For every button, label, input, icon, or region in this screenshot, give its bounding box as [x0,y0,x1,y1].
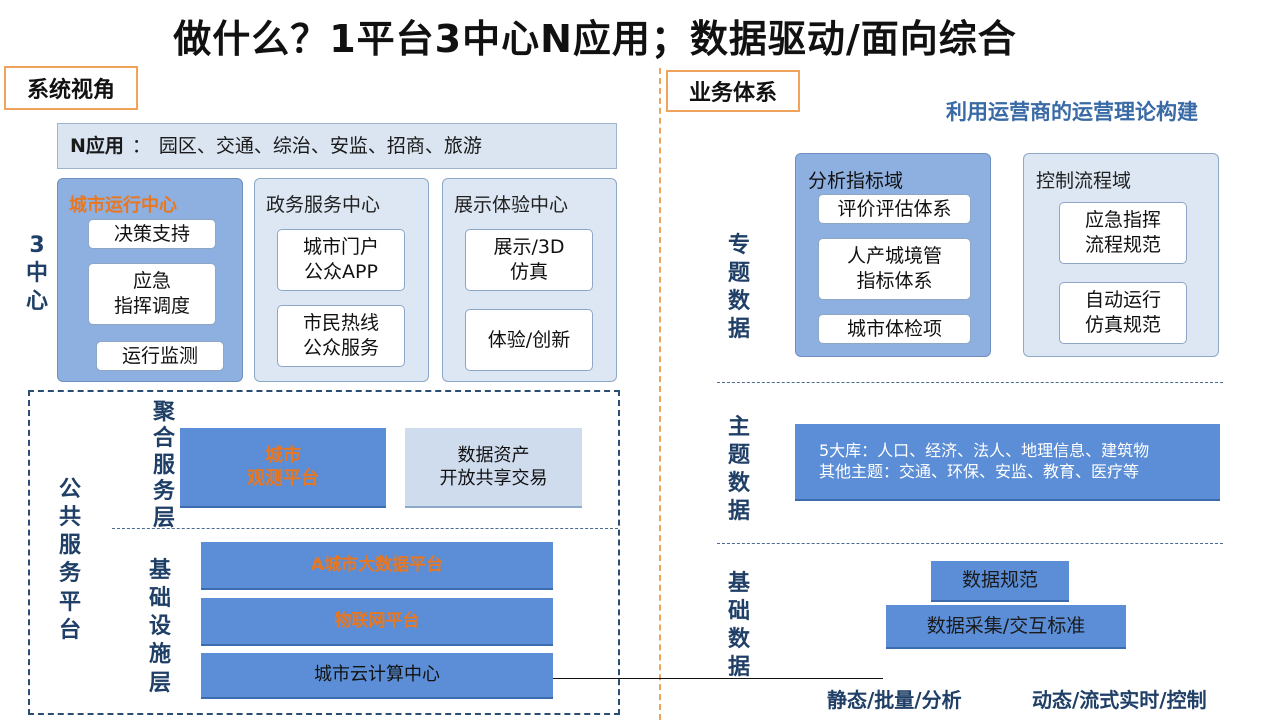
three-centers-char: 3 [29,233,45,258]
infrastructure-layer-label: 基 础 设 施 层 [147,557,173,698]
theme-data-char: 题 [727,443,750,469]
three-centers-char: 心 [25,289,48,315]
emergency-command-box: 应急 指挥调度 [88,263,216,325]
city-checkup-box: 城市体检项 [818,314,971,344]
data-asset-exchange: 数据资产 开放共享交易 [405,428,582,508]
exhibition-center: 展示体验中心 展示/3D 仿真 体验/创新 [442,178,617,382]
public-platform-label: 公 共 服 务 平 台 [56,476,84,645]
city-observation-platform: 城市 观测平台 [180,428,386,508]
aggregation-char: 层 [152,505,175,531]
base-data-char: 础 [727,599,750,625]
three-centers-label: 3 中 心 [24,232,50,316]
control-process-domain: 控制流程域 应急指挥 流程规范 自动运行 仿真规范 [1023,153,1219,357]
tag-system-view: 系统视角 [4,66,138,110]
analysis-indicator-domain: 分析指标域 评价评估体系 人产城境管 指标体系 城市体检项 [795,153,991,357]
city-portal-box: 城市门户 公众APP [277,229,405,291]
aggregation-char: 务 [152,479,175,505]
auto-operation-box: 自动运行 仿真规范 [1059,282,1187,344]
aggregation-char: 服 [152,452,175,478]
special-data-char: 数 [727,289,750,315]
analysis-domain-title: 分析指标域 [808,170,904,192]
n-apps-items: 园区、交通、综治、安监、招商、旅游 [158,134,482,157]
experience-innovation-box: 体验/创新 [465,309,593,371]
infrastructure-char: 础 [148,586,171,612]
city-operation-center: 城市运行中心 决策支持 应急 指挥调度 运行监测 [57,178,243,382]
public-platform-char: 务 [58,561,81,587]
control-domain-title: 控制流程域 [1036,170,1132,192]
aggregation-char: 合 [152,426,175,452]
operation-monitoring-box: 运行监测 [96,341,224,371]
three-centers-char: 中 [25,261,48,287]
special-data-label: 专 题 数 据 [726,232,752,345]
indicator-system-box: 人产城境管 指标体系 [818,238,971,300]
public-platform-char: 平 [58,589,81,615]
citizen-hotline-box: 市民热线 公众服务 [277,305,405,367]
theme-data-label: 主 题 数 据 [726,414,752,527]
public-service-platform-frame [28,390,620,715]
special-data-char: 据 [727,317,750,343]
n-apps-label: N应用 [70,134,124,157]
layer-separator [112,528,618,529]
infrastructure-char: 基 [148,558,171,583]
gov-service-center-title: 政务服务中心 [266,194,381,216]
cloud-computing-center: 城市云计算中心 [201,653,553,699]
iot-platform: 物联网平台 [201,598,553,646]
city-operation-center-title: 城市运行中心 [69,195,177,216]
public-platform-char: 服 [58,533,81,559]
theme-data-line: 其他主题：交通、环保、安监、教育、医疗等 [819,461,1140,481]
theme-data-panel: 5大库：人口、经济、法人、地理信息、建筑物 其他主题：交通、环保、安监、教育、医… [795,424,1220,501]
decision-support-box: 决策支持 [88,219,216,249]
connector-line [553,678,883,679]
theme-data-line: 5大库：人口、经济、法人、地理信息、建筑物 [819,441,1150,460]
exhibition-center-title: 展示体验中心 [454,194,569,216]
n-apps-separator: ： [131,134,151,157]
infrastructure-char: 设 [148,614,171,640]
base-data-char: 据 [727,655,750,681]
business-subtitle: 利用运营商的运营理论构建 [946,100,1198,124]
aggregation-layer-label: 聚 合 服 务 层 [151,400,177,532]
gov-service-center: 政务服务中心 城市门户 公众APP 市民热线 公众服务 [254,178,429,382]
evaluation-system-box: 评价评估体系 [818,194,971,224]
aggregation-char: 聚 [152,400,175,425]
center-divider [659,68,661,720]
theme-data-char: 据 [727,499,750,525]
static-batch-label: 静态/批量/分析 [827,688,962,712]
right-separator-2 [717,543,1223,544]
theme-data-char: 主 [727,415,750,440]
emergency-process-box: 应急指挥 流程规范 [1059,202,1187,264]
public-platform-char: 共 [58,505,81,531]
data-collection-standard-box: 数据采集/交互标准 [886,605,1126,649]
data-spec-box: 数据规范 [931,561,1069,602]
n-apps-bar: N应用 ： 园区、交通、综治、安监、招商、旅游 [57,123,617,169]
big-data-platform: A城市大数据平台 [201,542,553,590]
display-3d-box: 展示/3D 仿真 [465,229,593,291]
special-data-char: 专 [727,233,750,258]
special-data-char: 题 [727,261,750,287]
theme-data-char: 数 [727,471,750,497]
right-separator-1 [717,382,1223,383]
public-platform-char: 公 [58,477,81,502]
infrastructure-char: 施 [148,642,171,668]
infrastructure-char: 层 [148,670,171,696]
public-platform-char: 台 [58,617,81,643]
base-data-char: 数 [727,627,750,653]
base-data-label: 基 础 数 据 [726,570,752,683]
page-title: 做什么？1平台3中心N应用；数据驱动/面向综合 [173,17,1017,61]
tag-business-system: 业务体系 [666,70,800,112]
dynamic-stream-label: 动态/流式实时/控制 [1032,688,1207,712]
base-data-char: 基 [727,571,750,596]
